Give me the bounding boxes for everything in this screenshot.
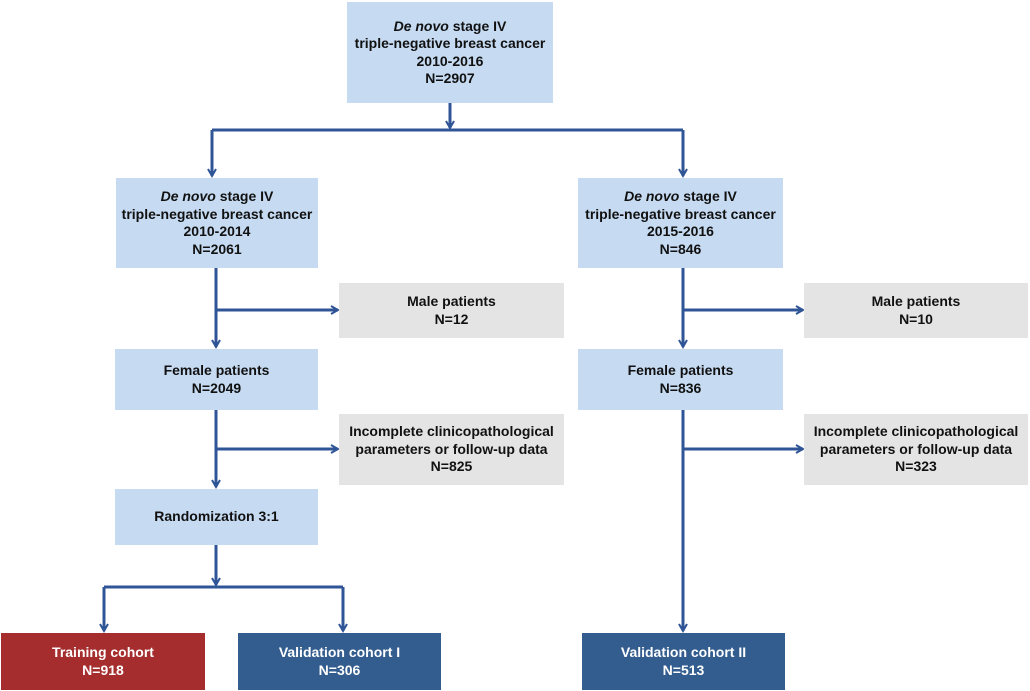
right-incomplete-n: N=323 [895, 458, 937, 475]
right-incomplete-line1: Incomplete clinicopathological [813, 423, 1019, 440]
left-period-box: De novo stage IV triple-negative breast … [116, 178, 318, 268]
training-cohort-label: Training cohort [52, 644, 154, 660]
training-cohort-box: Training cohort N=918 [1, 633, 205, 690]
validation-cohort-1-box: Validation cohort I N=306 [238, 633, 441, 690]
left-male-n: N=12 [434, 310, 469, 327]
top-n: N=2907 [425, 70, 475, 86]
left-incomplete-line2: parameters or follow-up data [355, 440, 548, 457]
right-female-box: Female patients N=836 [578, 349, 783, 410]
randomization-box: Randomization 3:1 [115, 489, 318, 545]
left-period-line2: triple-negative breast cancer [121, 205, 313, 222]
left-period-line1: De novo stage IV [160, 188, 274, 204]
validation-cohort-2-n: N=513 [662, 661, 705, 678]
left-incomplete-line1: Incomplete clinicopathological [349, 423, 554, 440]
right-period-line2: triple-negative breast cancer [585, 205, 776, 222]
left-incomplete-n: N=825 [430, 458, 473, 475]
left-incomplete-box: Incomplete clinicopathological parameter… [339, 414, 564, 485]
right-period-box: De novo stage IV triple-negative breast … [578, 178, 783, 268]
left-male-box: Male patients N=12 [339, 283, 564, 338]
right-male-n: N=10 [899, 310, 933, 327]
validation-cohort-2-box: Validation cohort II N=513 [582, 633, 785, 690]
validation-cohort-1-label: Validation cohort I [278, 644, 401, 660]
top-line2: triple-negative breast cancer [354, 35, 546, 51]
right-incomplete-box: Incomplete clinicopathological parameter… [804, 414, 1028, 485]
top-line3: 2010-2016 [416, 52, 484, 69]
right-male-box: Male patients N=10 [804, 283, 1028, 338]
left-female-box: Female patients N=2049 [115, 349, 318, 410]
right-male-label: Male patients [871, 293, 961, 309]
right-female-label: Female patients [627, 362, 734, 378]
left-period-n: N=2061 [192, 240, 242, 257]
right-incomplete-line2: parameters or follow-up data [819, 440, 1013, 457]
top-line1: De novo stage IV [393, 17, 507, 34]
left-male-label: Male patients [407, 293, 496, 309]
validation-cohort-2-label: Validation cohort II [620, 644, 747, 660]
left-period-line3: 2010-2014 [183, 223, 251, 239]
left-female-label: Female patients [163, 362, 270, 378]
right-female-n: N=836 [659, 379, 702, 396]
left-female-n: N=2049 [191, 379, 242, 396]
right-period-line1: De novo stage IV [624, 188, 737, 204]
validation-cohort-1-n: N=306 [318, 661, 361, 678]
training-cohort-n: N=918 [82, 661, 124, 678]
right-period-n: N=846 [659, 240, 702, 257]
randomization-label: Randomization 3:1 [154, 508, 279, 525]
right-period-line3: 2015-2016 [647, 223, 714, 239]
top-population-box: De novo stage IV triple-negative breast … [347, 2, 553, 103]
